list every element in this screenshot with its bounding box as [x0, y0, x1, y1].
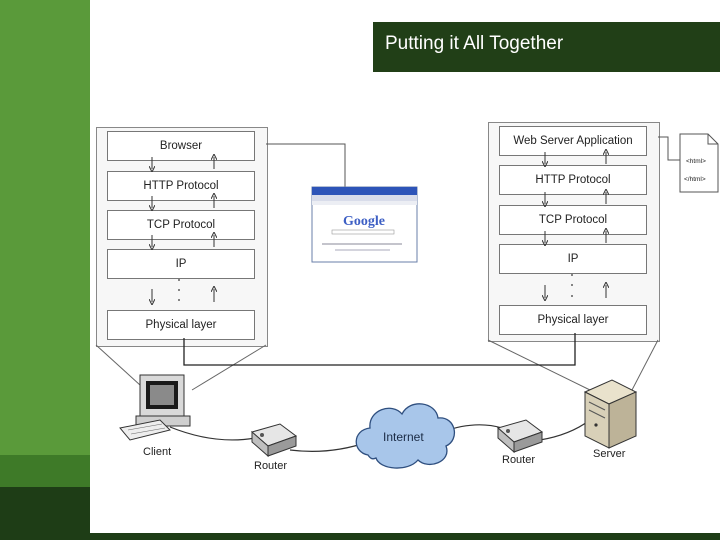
html-doc-connection-line	[658, 136, 680, 161]
router-right-label: Router	[502, 454, 536, 466]
server-layer-web-app: Web Server Application	[499, 126, 647, 156]
client-stack: Browser HTTP Protocol TCP Protocol IP Ph…	[96, 127, 268, 347]
server-ellipsis-dots	[571, 274, 573, 297]
client-label: Client	[143, 446, 172, 458]
server-stack-arrows	[545, 152, 606, 298]
server-tower-icon	[583, 379, 638, 449]
server-layer-physical: Physical layer	[499, 305, 647, 335]
server-layer-http: HTTP Protocol	[499, 165, 647, 195]
internet-cloud-icon: Internet	[355, 403, 456, 469]
router-right-icon	[496, 419, 544, 454]
browser-window-icon: Google	[311, 186, 418, 263]
client-layer-ip: IP	[107, 249, 255, 279]
server-layer-tcp: TCP Protocol	[499, 205, 647, 235]
physical-connection-line	[183, 333, 576, 366]
html-open-tag: <html>	[686, 158, 706, 165]
server-stack: Web Server Application HTTP Protocol TCP…	[488, 122, 660, 342]
sidebar-band-dark	[0, 487, 90, 540]
router-left-label: Router	[254, 460, 288, 472]
bottom-bar	[90, 533, 720, 540]
client-computer-icon	[119, 374, 191, 441]
html-close-tag: </html>	[684, 176, 706, 183]
client-layer-browser: Browser	[107, 131, 255, 161]
client-ellipsis-dots	[178, 279, 180, 301]
sidebar-band	[0, 455, 90, 487]
client-stack-arrows	[152, 157, 214, 302]
client-layer-tcp: TCP Protocol	[107, 210, 255, 240]
router-left-icon	[250, 423, 298, 458]
google-logo: Google	[343, 214, 385, 229]
internet-label: Internet	[383, 430, 424, 444]
server-layer-ip: IP	[499, 244, 647, 274]
server-label: Server	[593, 448, 626, 460]
sidebar-decoration	[0, 0, 90, 540]
client-layer-http: HTTP Protocol	[107, 171, 255, 201]
slide-title: Putting it All Together	[373, 22, 720, 72]
client-layer-physical: Physical layer	[107, 310, 255, 340]
html-document-icon: <html> </html>	[679, 133, 719, 193]
browser-connection-line	[266, 143, 346, 190]
